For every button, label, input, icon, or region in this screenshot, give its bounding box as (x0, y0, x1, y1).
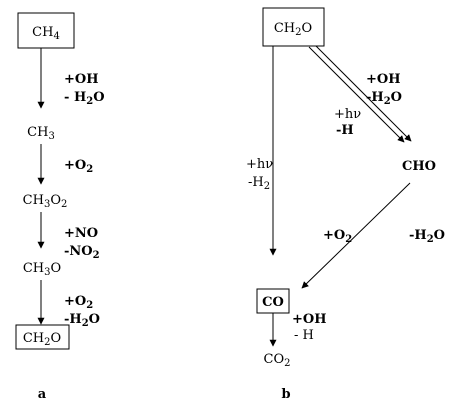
cond-b-hv-h-0: +hν (334, 107, 361, 122)
species-a-ch3o2: CH3O2 (23, 193, 68, 210)
arrow-b-ch2o-to-cho-1 (308, 46, 405, 143)
cond-a-2-0: +O2 (64, 158, 93, 175)
species-a-ch4: CH4 (32, 25, 60, 42)
panel-label-a: a (38, 387, 47, 402)
cond-b-h2o: -H2O (409, 228, 445, 245)
cond-a-3-0: +NO (64, 226, 98, 241)
arrow-b-ch2o-to-cho-2 (315, 45, 412, 142)
species-b-co: CO (262, 295, 284, 310)
arrow-b-cho-to-co (301, 182, 411, 289)
cond-a-1-1: - H2O (64, 90, 105, 107)
cond-b-co-1: - H (294, 328, 314, 343)
cond-a-4-1: -H2O (64, 312, 100, 329)
cond-b-oh-1: -H2O (366, 90, 402, 107)
cond-b-hv-h2-1: -H2 (248, 175, 270, 192)
cond-b-oh-0: +OH (366, 72, 401, 87)
panel-label-b: b (281, 387, 290, 402)
species-a-ch3: CH3 (27, 125, 55, 142)
cond-a-3-1: -NO2 (64, 244, 100, 261)
cond-a-1-0: +OH (64, 72, 99, 87)
box-b-co (256, 288, 290, 314)
species-a-ch3o: CH3O (23, 261, 61, 278)
cond-b-hv-h2-0: +hν (246, 157, 273, 172)
box-a-ch4 (17, 12, 75, 49)
cond-b-o2: +O2 (323, 228, 352, 245)
cond-a-4-0: +O2 (64, 294, 93, 311)
cond-b-hv-h-1: -H (336, 123, 354, 138)
cond-b-co-0: +OH (292, 312, 327, 327)
box-b-ch2o (262, 7, 325, 47)
species-b-ch2o: CH2O (274, 21, 312, 38)
species-b-cho: CHO (402, 159, 436, 174)
species-b-co2: CO2 (264, 352, 291, 369)
species-a-ch2o: CH2O (23, 331, 61, 348)
box-a-ch2o (15, 324, 70, 350)
